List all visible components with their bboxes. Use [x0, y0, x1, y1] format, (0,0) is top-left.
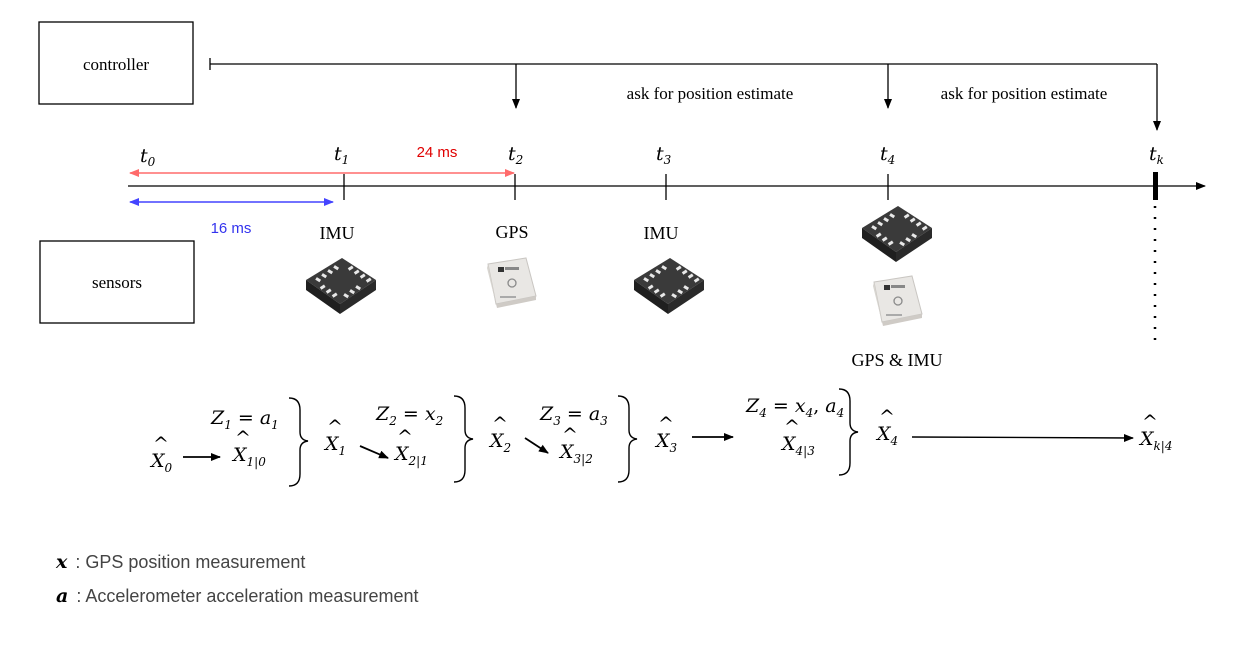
tk-marker	[1153, 172, 1158, 200]
meas-z1: Z1 = a1	[210, 407, 279, 432]
svg-text:^: ^	[235, 427, 251, 449]
svg-text:^: ^	[658, 413, 674, 435]
sensor-label-t3: IMU	[644, 223, 679, 243]
state-x2: X2	[488, 430, 511, 455]
legend-symbol-x: x	[56, 551, 68, 573]
hat-x0: ^	[153, 433, 169, 455]
meas-z2: Z2 = x2	[375, 403, 443, 428]
imu-interval-label: 16 ms	[211, 220, 252, 237]
meas-z3: Z3 = a3	[539, 403, 608, 428]
svg-text:^: ^	[327, 416, 343, 438]
legend-gps: x : GPS position measurement	[56, 551, 305, 573]
request-label-1: ask for position estimate	[627, 84, 794, 103]
gps-chip-icon	[486, 257, 537, 309]
legend-text-a: : Accelerometer acceleration measurement	[76, 586, 419, 606]
state-x1: X1	[323, 433, 346, 458]
sensors-box	[39, 240, 195, 324]
pred-x10: X1|0	[231, 444, 266, 469]
svg-text:^: ^	[1142, 411, 1158, 433]
tick-label-t4: t4	[880, 143, 895, 167]
imu-chip-icon	[306, 258, 376, 314]
svg-text:^: ^	[397, 426, 413, 448]
imu-chip-icon	[634, 258, 704, 314]
sensors-label: sensors	[92, 273, 142, 292]
tick-label-t1: t1	[334, 143, 349, 167]
sensor-label-t2: GPS	[495, 222, 528, 242]
svg-text:^: ^	[784, 416, 800, 438]
request-label-2: ask for position estimate	[941, 84, 1108, 103]
legend-accel: a : Accelerometer acceleration measuremen…	[56, 585, 418, 607]
timeline-ticks	[343, 174, 889, 200]
gps-chip-icon	[872, 275, 923, 327]
svg-text:^: ^	[492, 413, 508, 435]
brace-2	[453, 395, 474, 483]
brace-4	[838, 388, 859, 476]
pred-x43: X4|3	[780, 433, 815, 458]
controller-box	[38, 21, 194, 105]
tick-label-t0: t0	[140, 145, 156, 169]
imu-chip-icon	[862, 206, 932, 262]
state-xk4: Xk|4	[1138, 428, 1172, 453]
pred-x21: X2|1	[393, 443, 428, 468]
state-x3: X3	[654, 430, 678, 455]
legend-text-x: : GPS position measurement	[75, 552, 306, 572]
gps-interval-label: 24 ms	[417, 144, 458, 161]
tick-label-t3: t3	[656, 143, 672, 167]
svg-text:^: ^	[562, 424, 578, 446]
brace-3	[617, 395, 638, 483]
svg-text:^: ^	[879, 406, 895, 428]
sensor-label-t1: IMU	[320, 223, 355, 243]
brace-1	[288, 397, 309, 487]
filter-equations: X0 ^ Z1 = a1 X1|0 ^ X1 ^ Z2 = x2 X2|1 ^ …	[149, 388, 1172, 487]
sensor-label-t4: GPS & IMU	[851, 350, 942, 370]
controller-request-line	[209, 58, 1161, 131]
state-x0: X0	[149, 450, 173, 475]
controller-label: controller	[83, 55, 149, 74]
pred-x32: X3|2	[558, 441, 593, 466]
legend-symbol-a: a	[56, 585, 69, 607]
tick-label-t2: t2	[508, 143, 523, 167]
tick-label-tk: tk	[1149, 143, 1164, 167]
state-x4: X4	[875, 423, 898, 448]
meas-z4: Z4 = x4, a4	[745, 395, 844, 420]
